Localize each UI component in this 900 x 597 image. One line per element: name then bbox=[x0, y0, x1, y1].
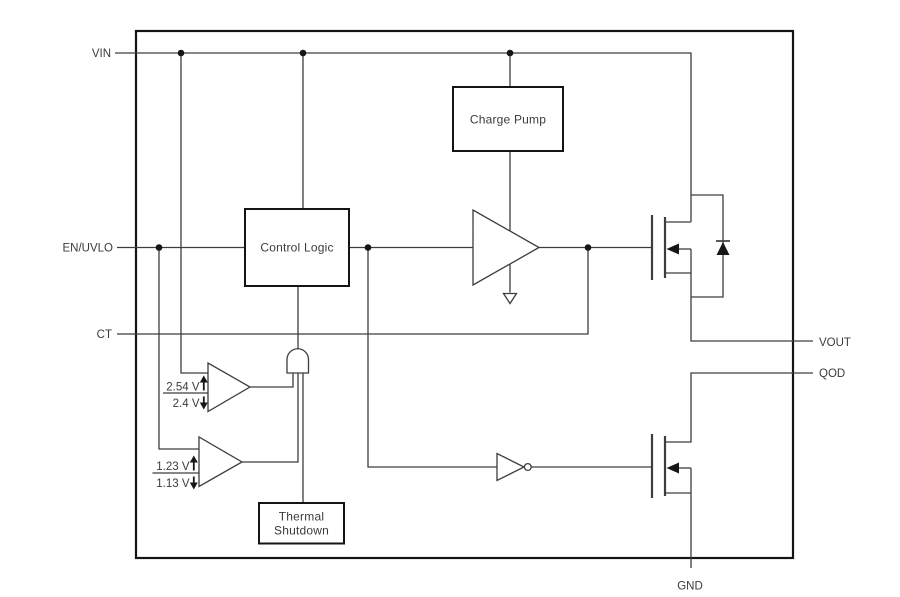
en-rising-arrow-icon bbox=[189, 455, 198, 471]
vout-wire bbox=[690, 249, 813, 342]
junction-dot bbox=[506, 49, 514, 57]
junction-dot bbox=[299, 49, 307, 57]
junction-dot bbox=[155, 244, 163, 251]
and-gate bbox=[286, 348, 310, 374]
en-comparator-output-wire bbox=[242, 373, 299, 463]
uvlo-comparator-output-wire bbox=[250, 373, 294, 388]
junction-dot bbox=[177, 49, 185, 57]
body-diode-branch-wire bbox=[691, 194, 724, 298]
junction-dot bbox=[584, 244, 592, 251]
body-diode bbox=[716, 240, 730, 255]
uvlo-falling-threshold-label: 2.4 V bbox=[173, 398, 200, 410]
uvlo-comparator bbox=[207, 361, 252, 413]
gate-driver-buffer bbox=[472, 208, 541, 287]
thermal-shutdown-label-line1: Thermal bbox=[279, 510, 324, 524]
control-logic-label: Control Logic bbox=[260, 241, 333, 255]
body-diode-anode-icon bbox=[716, 242, 730, 255]
ground-symbol-icon bbox=[502, 292, 518, 305]
pass-fet-body-arrow-icon bbox=[666, 243, 679, 255]
thermal-shutdown-label-line2: Shutdown bbox=[274, 524, 329, 538]
chip-outline bbox=[134, 29, 795, 560]
uvlo-rising-threshold-label: 2.54 V bbox=[166, 382, 200, 394]
inverter bbox=[496, 452, 526, 482]
ct-wire bbox=[117, 247, 589, 335]
qod-wire bbox=[665, 372, 813, 443]
junction-dot bbox=[364, 244, 372, 251]
en-falling-threshold-label: 1.13 V bbox=[156, 478, 190, 490]
inverter-bubble-icon bbox=[523, 462, 532, 472]
en-comparator bbox=[198, 435, 244, 488]
pass-fet bbox=[650, 215, 679, 280]
uvlo-falling-arrow-icon bbox=[199, 396, 208, 410]
qod-fet-body-arrow-icon bbox=[666, 462, 679, 474]
en-uvlo-pin-label: EN/UVLO bbox=[63, 243, 114, 255]
vin-to-uvlo-comparator-wire bbox=[180, 53, 208, 374]
inverter-feed-wire bbox=[367, 247, 497, 468]
en-rising-threshold-label: 1.23 V bbox=[156, 461, 190, 473]
en-falling-arrow-icon bbox=[189, 476, 198, 490]
charge-pump-block bbox=[452, 86, 564, 152]
qod-fet bbox=[650, 434, 679, 498]
vin-pin-label: VIN bbox=[92, 48, 111, 60]
vin-wire bbox=[115, 52, 692, 222]
en-to-en-comparator-wire bbox=[158, 247, 199, 450]
uvlo-rising-arrow-icon bbox=[199, 375, 208, 391]
qod-pin-label: QOD bbox=[819, 368, 845, 380]
charge-pump-label: Charge Pump bbox=[470, 113, 546, 127]
control-logic-block bbox=[244, 208, 350, 287]
thermal-shutdown-block bbox=[258, 502, 345, 545]
gnd-pin-label: GND bbox=[677, 581, 703, 593]
vout-pin-label: VOUT bbox=[819, 337, 851, 349]
ct-pin-label: CT bbox=[97, 329, 112, 341]
